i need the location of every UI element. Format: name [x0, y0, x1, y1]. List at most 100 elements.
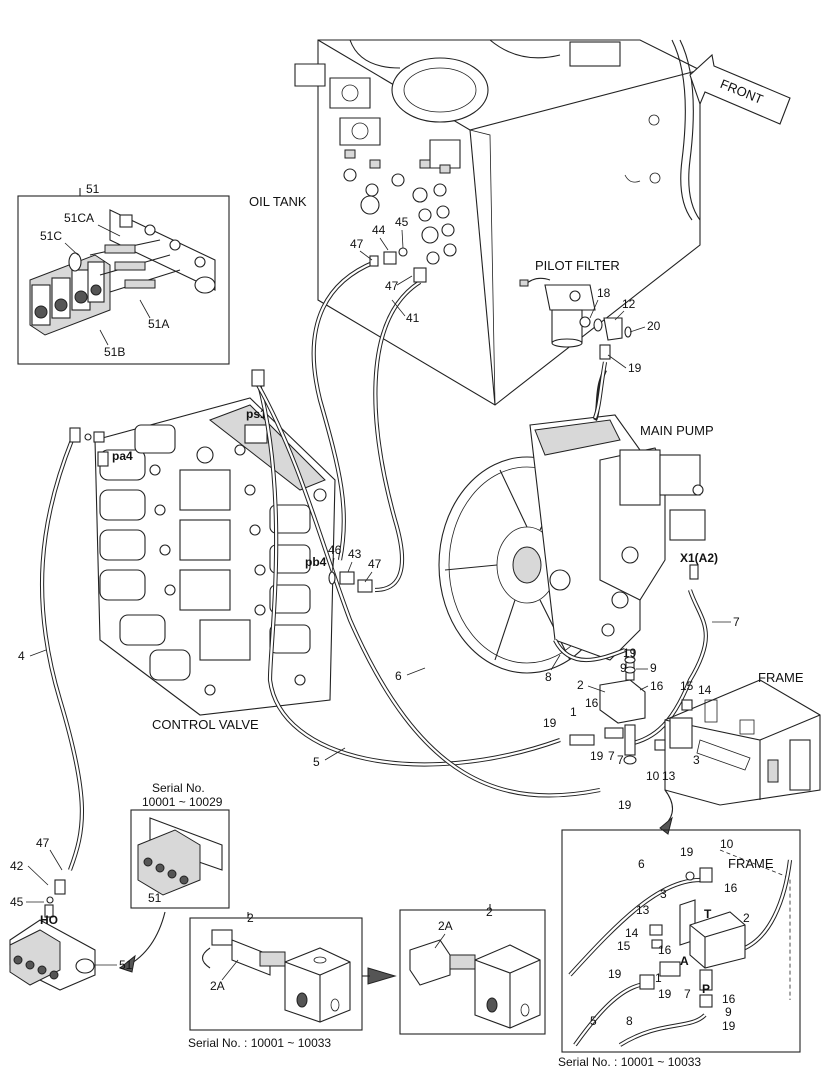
front-arrow [689, 53, 791, 125]
part-19-detail-d: 19 [722, 1019, 736, 1033]
pilot-filter [519, 277, 632, 360]
part-2-old: 2 [247, 911, 254, 925]
ps1-hose-fitting [251, 369, 265, 387]
inset-solenoid-old [189, 912, 363, 1031]
oil-tank [294, 39, 701, 406]
part-16-a: 16 [650, 679, 664, 693]
part-15-detail: 15 [617, 939, 631, 953]
port-t: T [704, 907, 712, 921]
part-46: 46 [328, 543, 342, 557]
part-51c: 51C [40, 229, 62, 243]
part-13: 13 [662, 769, 676, 783]
part-19-d: 19 [618, 798, 632, 812]
control-valve-label: CONTROL VALVE [152, 717, 259, 732]
part-2a-old: 2A [210, 979, 225, 993]
valve-bolts [149, 444, 327, 696]
part-47-top-b: 47 [385, 279, 399, 293]
pa4-hose-fitting [69, 427, 81, 443]
part-51-ho: 51 [119, 958, 133, 972]
control-valve [94, 397, 336, 716]
part-7-a: 7 [608, 749, 615, 763]
part-5: 5 [313, 755, 320, 769]
port-pb4: pb4 [305, 555, 327, 569]
part-16-detail-a: 16 [724, 881, 738, 895]
port-pa4: pa4 [112, 449, 133, 463]
part-9-a: 9 [650, 661, 657, 675]
solenoid-valve-ho [9, 879, 96, 991]
serial-label: Serial No. [152, 781, 205, 795]
part-51ca: 51CA [64, 211, 94, 225]
frame-label-detail: FRAME [728, 856, 774, 871]
part-3: 3 [693, 753, 700, 767]
port-ho: HO [40, 913, 58, 927]
part-2-detail: 2 [743, 911, 750, 925]
part-14: 14 [698, 683, 712, 697]
port-ps1: ps1 [246, 407, 267, 421]
part-3-detail: 3 [660, 887, 667, 901]
port-x1a2: X1(A2) [680, 551, 718, 565]
port-a: A [680, 954, 689, 968]
hoses [39, 260, 708, 871]
part-15: 15 [680, 679, 694, 693]
part-6-detail: 6 [638, 857, 645, 871]
oil-tank-label: OIL TANK [249, 194, 307, 209]
main-pump [438, 414, 706, 674]
part-51a: 51A [148, 317, 169, 331]
part-8-detail: 8 [626, 1014, 633, 1028]
part-20: 20 [647, 319, 661, 333]
part-19-a: 19 [623, 646, 637, 660]
inset-detail-frame [561, 829, 801, 1053]
part-7-b: 7 [617, 753, 624, 767]
part-10: 10 [646, 769, 660, 783]
part-9-detail: 9 [725, 1005, 732, 1019]
part-7-detail: 7 [684, 987, 691, 1001]
part-45-ho: 45 [10, 895, 24, 909]
valve-sections [99, 424, 311, 681]
solenoid-spools [89, 239, 181, 293]
part-19-c: 19 [590, 749, 604, 763]
part-18: 18 [597, 286, 611, 300]
inset-51-box [17, 188, 230, 365]
inset-serial-valve [130, 809, 230, 909]
solenoid-block-2 [569, 649, 693, 765]
part-19-detail-b: 19 [608, 967, 622, 981]
main-pump-label: MAIN PUMP [640, 423, 714, 438]
frame-label: FRAME [758, 670, 804, 685]
part-47-ho: 47 [36, 836, 50, 850]
part-2-new: 2 [486, 905, 493, 919]
serial-detail: Serial No. : 10001 ~ 10033 [558, 1055, 701, 1069]
part-43: 43 [348, 547, 362, 561]
part-7-main: 7 [733, 615, 740, 629]
part-19-pilot: 19 [628, 361, 642, 375]
serial-solenoid: Serial No. : 10001 ~ 10033 [188, 1036, 331, 1050]
part-4: 4 [18, 649, 25, 663]
part-19-detail-a: 19 [680, 845, 694, 859]
part-2a-new: 2A [438, 919, 453, 933]
part-41: 41 [406, 311, 420, 325]
part-19-detail-c: 19 [658, 987, 672, 1001]
serial-range-1: 10001 ~ 10029 [142, 795, 223, 809]
part-13-detail: 13 [636, 903, 650, 917]
part-16-detail-c: 16 [722, 992, 736, 1006]
part-47-pb4: 47 [368, 557, 382, 571]
part-51b: 51B [104, 345, 125, 359]
part-14-detail: 14 [625, 926, 639, 940]
part-47-top-a: 47 [350, 237, 364, 251]
part-16-b: 16 [585, 696, 599, 710]
part-5-detail: 5 [590, 1014, 597, 1028]
frame-structure [664, 679, 821, 806]
part-19-b: 19 [543, 716, 557, 730]
part-9-b: 9 [620, 661, 627, 675]
port-p: P [702, 982, 710, 996]
part-2-main: 2 [577, 678, 584, 692]
part-42: 42 [10, 859, 24, 873]
part-51: 51 [86, 182, 100, 196]
part-8: 8 [545, 670, 552, 684]
part-6: 6 [395, 669, 402, 683]
transition-arrow [367, 967, 397, 985]
part-1-detail: 1 [655, 971, 662, 985]
tank-port-fittings [343, 149, 457, 265]
part-16-detail-b: 16 [658, 943, 672, 957]
part-45-top: 45 [395, 215, 409, 229]
